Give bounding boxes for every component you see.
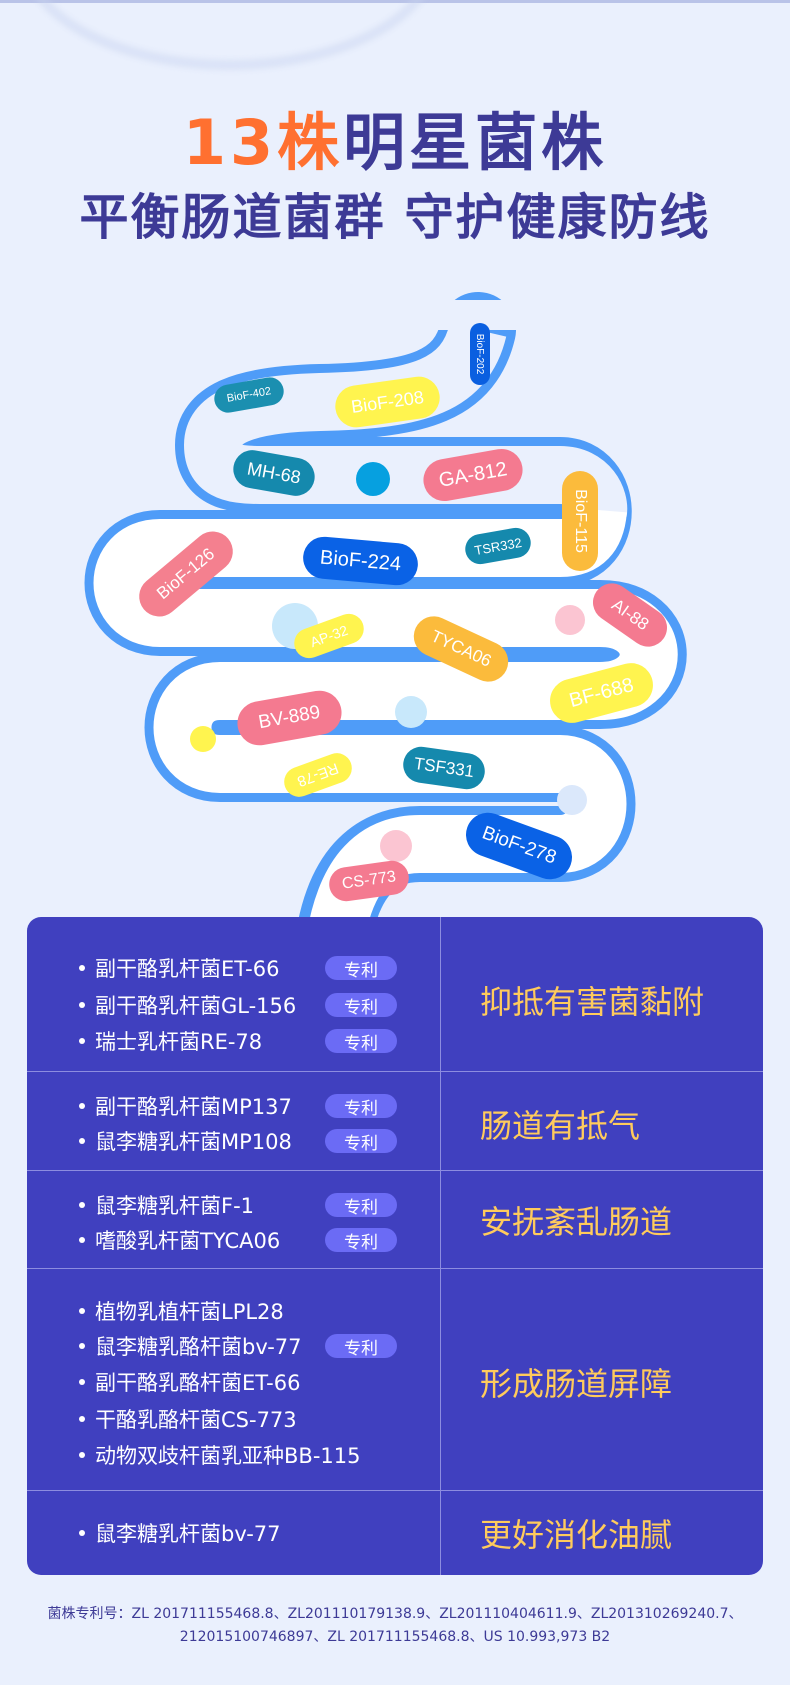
bullet-icon bbox=[79, 1103, 85, 1109]
bacteria-dot bbox=[190, 726, 216, 752]
strain-name: 嗜酸乳杆菌TYCA06 bbox=[95, 1229, 281, 1253]
strain-item: 鼠李糖乳酪杆菌bv-77 bbox=[79, 1331, 302, 1361]
strain-item: 动物双歧杆菌乳亚种BB-115 bbox=[79, 1440, 360, 1470]
strain-item: 植物乳植杆菌LPL28 bbox=[79, 1296, 284, 1326]
column-divider bbox=[440, 917, 441, 1575]
bullet-icon bbox=[79, 1237, 85, 1243]
patent-badge: 专利 bbox=[325, 993, 397, 1018]
headline-highlight: 13株 bbox=[182, 106, 344, 179]
benefit-label: 形成肠道屏障 bbox=[480, 1365, 673, 1403]
row-divider bbox=[27, 1490, 763, 1491]
strain-name: 鼠李糖乳杆菌F-1 bbox=[95, 1194, 255, 1218]
bullet-icon bbox=[79, 1202, 85, 1208]
bullet-icon bbox=[79, 1530, 85, 1536]
strain-name: 副干酪乳杆菌MP137 bbox=[95, 1095, 292, 1119]
strain-item: 副干酪乳杆菌ET-66 bbox=[79, 953, 279, 983]
bullet-icon bbox=[79, 1308, 85, 1314]
strain-item: 鼠李糖乳杆菌F-1 bbox=[79, 1190, 254, 1220]
row-divider bbox=[27, 1170, 763, 1171]
bullet-icon bbox=[79, 1452, 85, 1458]
bacteria-dot bbox=[557, 785, 587, 815]
bullet-icon bbox=[79, 1002, 85, 1008]
strain-item: 副干酪乳杆菌MP137 bbox=[79, 1091, 292, 1121]
bullet-icon bbox=[79, 1416, 85, 1422]
patent-line-1: 菌株专利号：ZL 201711155468.8、ZL201110179138.9… bbox=[47, 1606, 743, 1622]
patent-badge: 专利 bbox=[325, 956, 397, 981]
headline-rest: 明星菌株 bbox=[343, 106, 608, 179]
strain-item: 鼠李糖乳杆菌bv-77 bbox=[79, 1518, 281, 1548]
strain-item: 副干酪乳杆菌GL-156 bbox=[79, 990, 296, 1020]
bacteria-dot bbox=[356, 462, 390, 496]
strain-name: 动物双歧杆菌乳亚种BB-115 bbox=[95, 1444, 361, 1468]
strain-name: 副干酪乳杆菌ET-66 bbox=[95, 957, 280, 981]
row-divider bbox=[27, 1071, 763, 1072]
strain-name: 副干酪乳杆菌GL-156 bbox=[95, 994, 297, 1018]
bacteria-dot bbox=[555, 605, 585, 635]
benefit-label: 肠道有抵气 bbox=[480, 1107, 641, 1145]
patent-badge: 专利 bbox=[325, 1228, 397, 1253]
strain-name: 副干酪乳酪杆菌ET-66 bbox=[95, 1371, 301, 1395]
strain-name: 干酪乳酪杆菌CS-773 bbox=[95, 1408, 297, 1432]
row-divider bbox=[27, 1268, 763, 1269]
benefit-label: 更好消化油腻 bbox=[480, 1516, 673, 1554]
strain-name: 植物乳植杆菌LPL28 bbox=[95, 1300, 284, 1324]
strain-name: 鼠李糖乳酪杆菌bv-77 bbox=[95, 1335, 302, 1359]
strain-name: 鼠李糖乳杆菌MP108 bbox=[95, 1130, 292, 1154]
bacteria-dot bbox=[395, 696, 427, 728]
strain-name: 鼠李糖乳杆菌bv-77 bbox=[95, 1522, 281, 1546]
patent-line-2: 212015100746897、ZL 201711155468.8、US 10.… bbox=[179, 1629, 611, 1645]
strain-item: 副干酪乳酪杆菌ET-66 bbox=[79, 1367, 300, 1397]
strain-pill-biof-202: BioF-202 bbox=[470, 323, 490, 385]
strain-name: 瑞士乳杆菌RE-78 bbox=[95, 1030, 263, 1054]
bullet-icon bbox=[79, 1379, 85, 1385]
benefit-label: 抑抵有害菌黏附 bbox=[480, 983, 705, 1021]
bullet-icon bbox=[79, 1038, 85, 1044]
bacteria-dot bbox=[380, 830, 412, 862]
strain-item: 嗜酸乳杆菌TYCA06 bbox=[79, 1225, 280, 1255]
patent-badge: 专利 bbox=[325, 1334, 397, 1359]
bullet-icon bbox=[79, 1343, 85, 1349]
strain-item: 瑞士乳杆菌RE-78 bbox=[79, 1026, 262, 1056]
patent-badge: 专利 bbox=[325, 1129, 397, 1154]
benefit-label: 安抚紊乱肠道 bbox=[480, 1203, 673, 1241]
subtitle: 平衡肠道菌群 守护健康防线 bbox=[79, 189, 711, 246]
strain-item: 干酪乳酪杆菌CS-773 bbox=[79, 1404, 297, 1434]
bullet-icon bbox=[79, 1138, 85, 1144]
patent-badge: 专利 bbox=[325, 1029, 397, 1054]
strain-pill-biof-115: BioF-115 bbox=[562, 471, 598, 571]
bullet-icon bbox=[79, 965, 85, 971]
patent-badge: 专利 bbox=[325, 1094, 397, 1119]
headline: 13株明星菌株 bbox=[0, 92, 790, 182]
patent-badge: 专利 bbox=[325, 1193, 397, 1218]
patent-footnote: 菌株专利号：ZL 201711155468.8、ZL201110179138.9… bbox=[0, 1603, 790, 1649]
strain-item: 鼠李糖乳杆菌MP108 bbox=[79, 1126, 292, 1156]
